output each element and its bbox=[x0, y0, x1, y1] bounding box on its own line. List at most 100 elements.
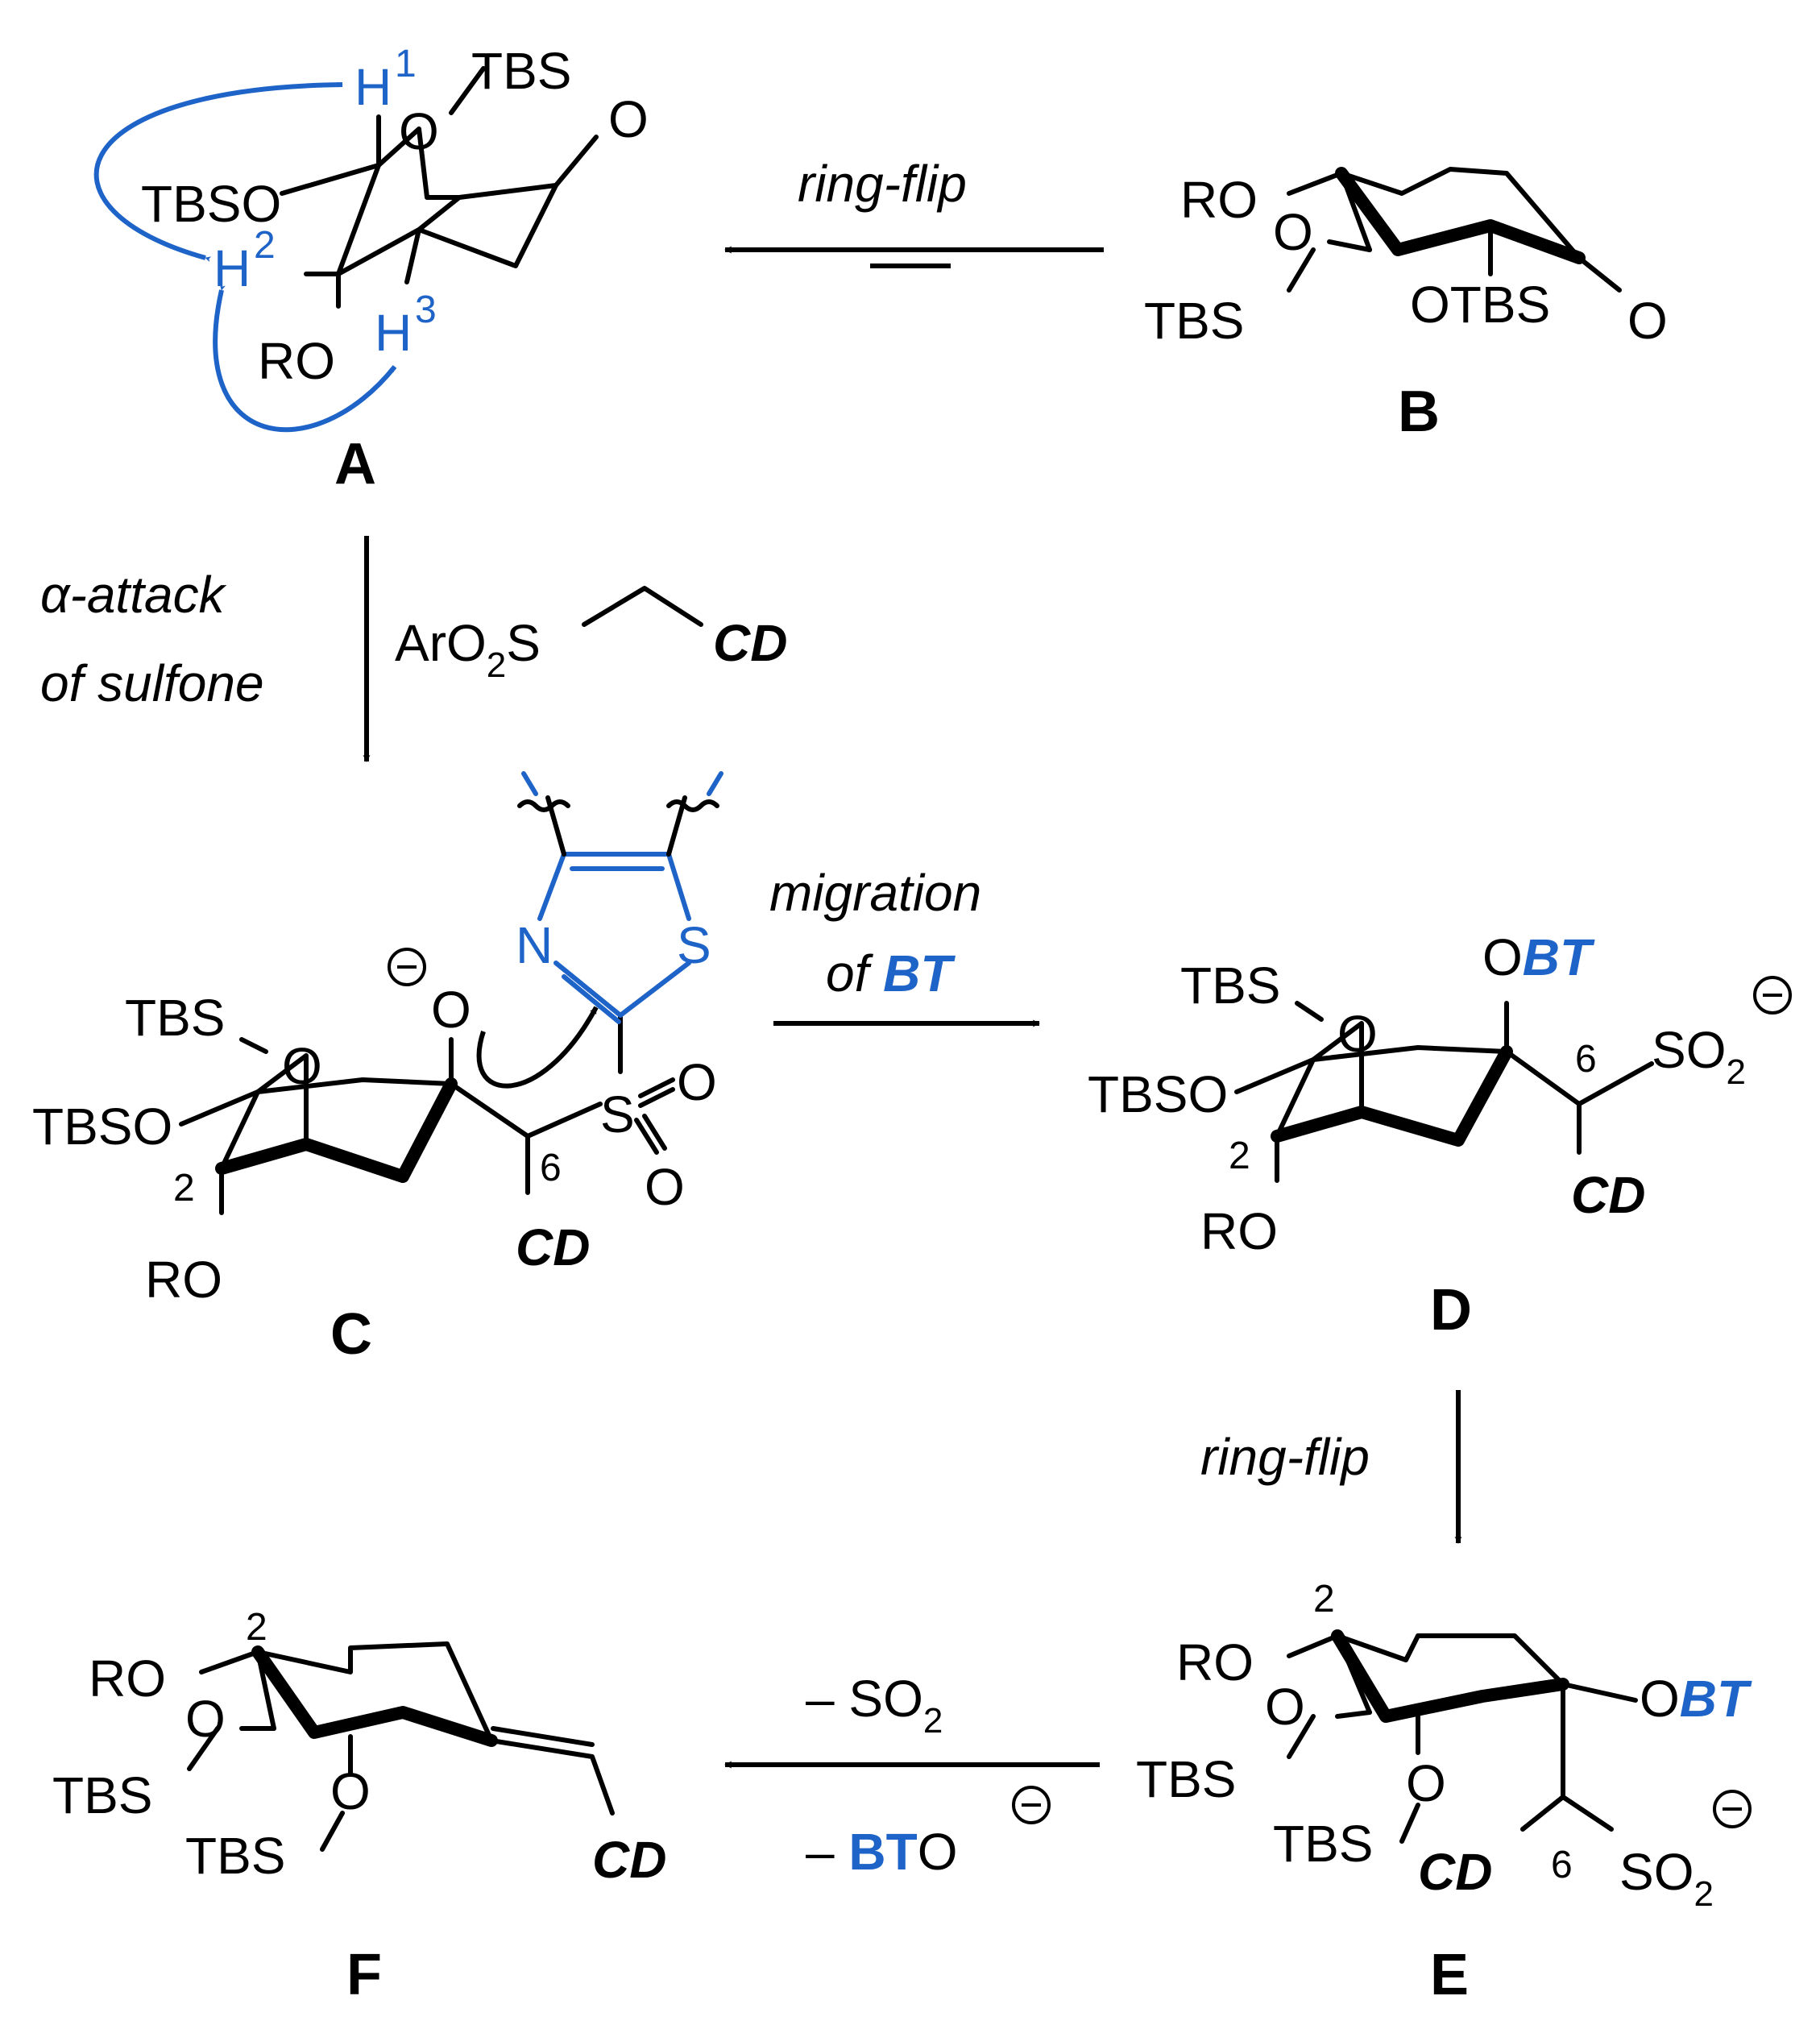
compound-e-tbs1: TBS bbox=[1136, 1750, 1236, 1808]
compound-d-obt: OBT bbox=[1482, 928, 1595, 986]
noe-arrow-h2-h3 bbox=[213, 284, 397, 433]
migration-label-2: of BT bbox=[826, 944, 956, 1002]
compound-d-cd: CD bbox=[1571, 1166, 1645, 1224]
compound-e-label: E bbox=[1430, 1943, 1469, 2007]
migration-label: migration bbox=[769, 864, 981, 922]
compound-a-h1-sup: 1 bbox=[395, 43, 417, 85]
compound-e-o2: O bbox=[1406, 1754, 1446, 1812]
compound-f-o2: O bbox=[330, 1762, 371, 1820]
compound-c-label: C bbox=[330, 1302, 372, 1367]
compound-c-so-bonds bbox=[618, 1013, 675, 1155]
compound-c-bonds bbox=[179, 1037, 603, 1215]
compound-e: 2 RO O TBS O TBS OBT 6 CD SO2 E bbox=[1136, 1578, 1752, 2007]
compound-a-oxo-o: O bbox=[608, 90, 649, 148]
compound-c-attack-arrow bbox=[476, 1006, 599, 1089]
compound-a: O O TBS TBSO RO H 1 H 2 H 3 A bbox=[93, 42, 649, 496]
compound-d-ring-o: O bbox=[1337, 1005, 1378, 1063]
heterocycle-wavy-left bbox=[517, 795, 570, 857]
compound-c-ro: RO bbox=[145, 1251, 222, 1309]
compound-a-h2: H bbox=[214, 239, 251, 297]
compound-f: 2 RO O TBS O TBS CD F bbox=[52, 1606, 666, 2007]
alpha-attack-label: α-attack bbox=[40, 566, 227, 624]
compound-c-locant-6: 6 bbox=[540, 1147, 562, 1189]
compound-c-alkoxide-o: O bbox=[431, 981, 471, 1039]
compound-c-locant-2: 2 bbox=[173, 1167, 195, 1210]
compound-e-bonds bbox=[1287, 1633, 1638, 1844]
compound-b-tbs: TBS bbox=[1144, 292, 1244, 350]
compound-c-sulfur: S bbox=[600, 1085, 635, 1143]
compound-f-label: F bbox=[346, 1943, 382, 2007]
alpha-attack-label-2: of sulfone bbox=[40, 654, 264, 712]
compound-f-ring-bold bbox=[251, 1645, 498, 1747]
compound-d-bonds bbox=[1234, 1001, 1654, 1183]
compound-b-bonds bbox=[1287, 171, 1622, 293]
compound-d-locant-6: 6 bbox=[1575, 1038, 1597, 1081]
compound-c-charge-circle bbox=[388, 948, 426, 986]
compound-d-sulfinate: SO2 bbox=[1652, 1021, 1746, 1092]
heterocycle-n: N bbox=[516, 916, 553, 974]
compound-d-locant-2: 2 bbox=[1229, 1135, 1250, 1177]
compound-e-locant-2: 2 bbox=[1313, 1578, 1335, 1620]
heterocycle-bonds bbox=[537, 852, 691, 1024]
compound-c-tbs: TBS bbox=[125, 989, 225, 1047]
ring-flip-down-step: ring-flip bbox=[1200, 1390, 1462, 1544]
compound-e-ring-bold bbox=[1331, 1629, 1569, 1723]
compound-d-ring-bold bbox=[1271, 1045, 1513, 1147]
compound-b-oxo-o: O bbox=[1627, 292, 1668, 350]
migration-step: migration of BT bbox=[769, 864, 1040, 1027]
compound-f-tbs2: TBS bbox=[185, 1827, 285, 1885]
noe-arrow-h2-h1 bbox=[93, 81, 343, 263]
compound-b-ro: RO bbox=[1180, 171, 1258, 229]
ring-flip-label-right: ring-flip bbox=[1200, 1428, 1370, 1486]
compound-f-tbs1: TBS bbox=[52, 1766, 152, 1824]
compound-d: TBS O TBSO 2 RO OBT 6 SO2 CD D bbox=[1088, 928, 1792, 1342]
compound-c-sulfonyl-o1: O bbox=[677, 1053, 717, 1111]
ring-flip-equilibrium: ring-flip bbox=[724, 155, 1104, 268]
ring-flip-label-top: ring-flip bbox=[798, 155, 967, 213]
elimination-step: – SO2 – BTO bbox=[724, 1670, 1100, 1881]
compound-a-tbs: TBS bbox=[471, 42, 571, 100]
alpha-attack-step: α-attack of sulfone ArO2S CD bbox=[40, 536, 787, 762]
compound-a-h2-sup: 2 bbox=[254, 224, 276, 267]
compound-f-ro: RO bbox=[89, 1649, 166, 1708]
compound-c-ring-o: O bbox=[282, 1037, 322, 1095]
compound-b-label: B bbox=[1398, 380, 1440, 444]
sulfone-reagent-bonds bbox=[582, 586, 703, 627]
compound-d-tbso: TBSO bbox=[1088, 1065, 1228, 1123]
compound-d-label: D bbox=[1430, 1278, 1472, 1342]
compound-b-otbs: OTBS bbox=[1410, 276, 1550, 334]
compound-a-h3: H bbox=[375, 304, 412, 362]
compound-a-o-tbs: O bbox=[399, 102, 439, 160]
compound-a-h3-sup: 3 bbox=[415, 288, 437, 331]
compound-e-charge-circle bbox=[1713, 1790, 1752, 1828]
elimination-label-so2: – SO2 bbox=[806, 1670, 943, 1741]
compound-f-locant-2: 2 bbox=[246, 1606, 267, 1649]
heterocycle-s: S bbox=[677, 916, 711, 974]
heterocycle-stub-left bbox=[521, 771, 538, 796]
compound-c-sulfonyl-o2: O bbox=[645, 1158, 685, 1216]
compound-a-ro: RO bbox=[258, 332, 335, 390]
sulfone-reagent: ArO2S bbox=[395, 614, 541, 685]
compound-a-h1: H bbox=[354, 58, 392, 116]
compound-f-cd: CD bbox=[592, 1831, 666, 1889]
compound-c-tbso: TBSO bbox=[32, 1098, 172, 1156]
compound-e-locant-6: 6 bbox=[1551, 1844, 1573, 1886]
compound-a-ring-oxygen-bonds bbox=[376, 127, 462, 200]
compound-f-o1: O bbox=[185, 1690, 226, 1748]
elimination-label-bto: – BTO bbox=[806, 1823, 957, 1881]
compound-a-label: A bbox=[334, 432, 376, 496]
compound-a-ring bbox=[336, 163, 558, 276]
compound-e-cd: CD bbox=[1418, 1843, 1492, 1901]
compound-e-sulfinate: SO2 bbox=[1619, 1843, 1714, 1914]
compound-c-ring-bold bbox=[215, 1077, 458, 1183]
compound-b: RO O TBS OTBS O B bbox=[1144, 167, 1668, 444]
compound-f-bonds bbox=[187, 1649, 615, 1852]
compound-d-ro: RO bbox=[1200, 1202, 1278, 1260]
compound-c: TBS O TBSO 2 RO O S O O 6 CD N S C bbox=[32, 771, 723, 1367]
compound-e-o1: O bbox=[1265, 1678, 1305, 1736]
compound-c-cd: CD bbox=[516, 1218, 590, 1276]
compound-e-ro: RO bbox=[1176, 1633, 1254, 1691]
sulfone-reagent-cd: CD bbox=[713, 614, 787, 672]
compound-b-o: O bbox=[1273, 203, 1313, 261]
